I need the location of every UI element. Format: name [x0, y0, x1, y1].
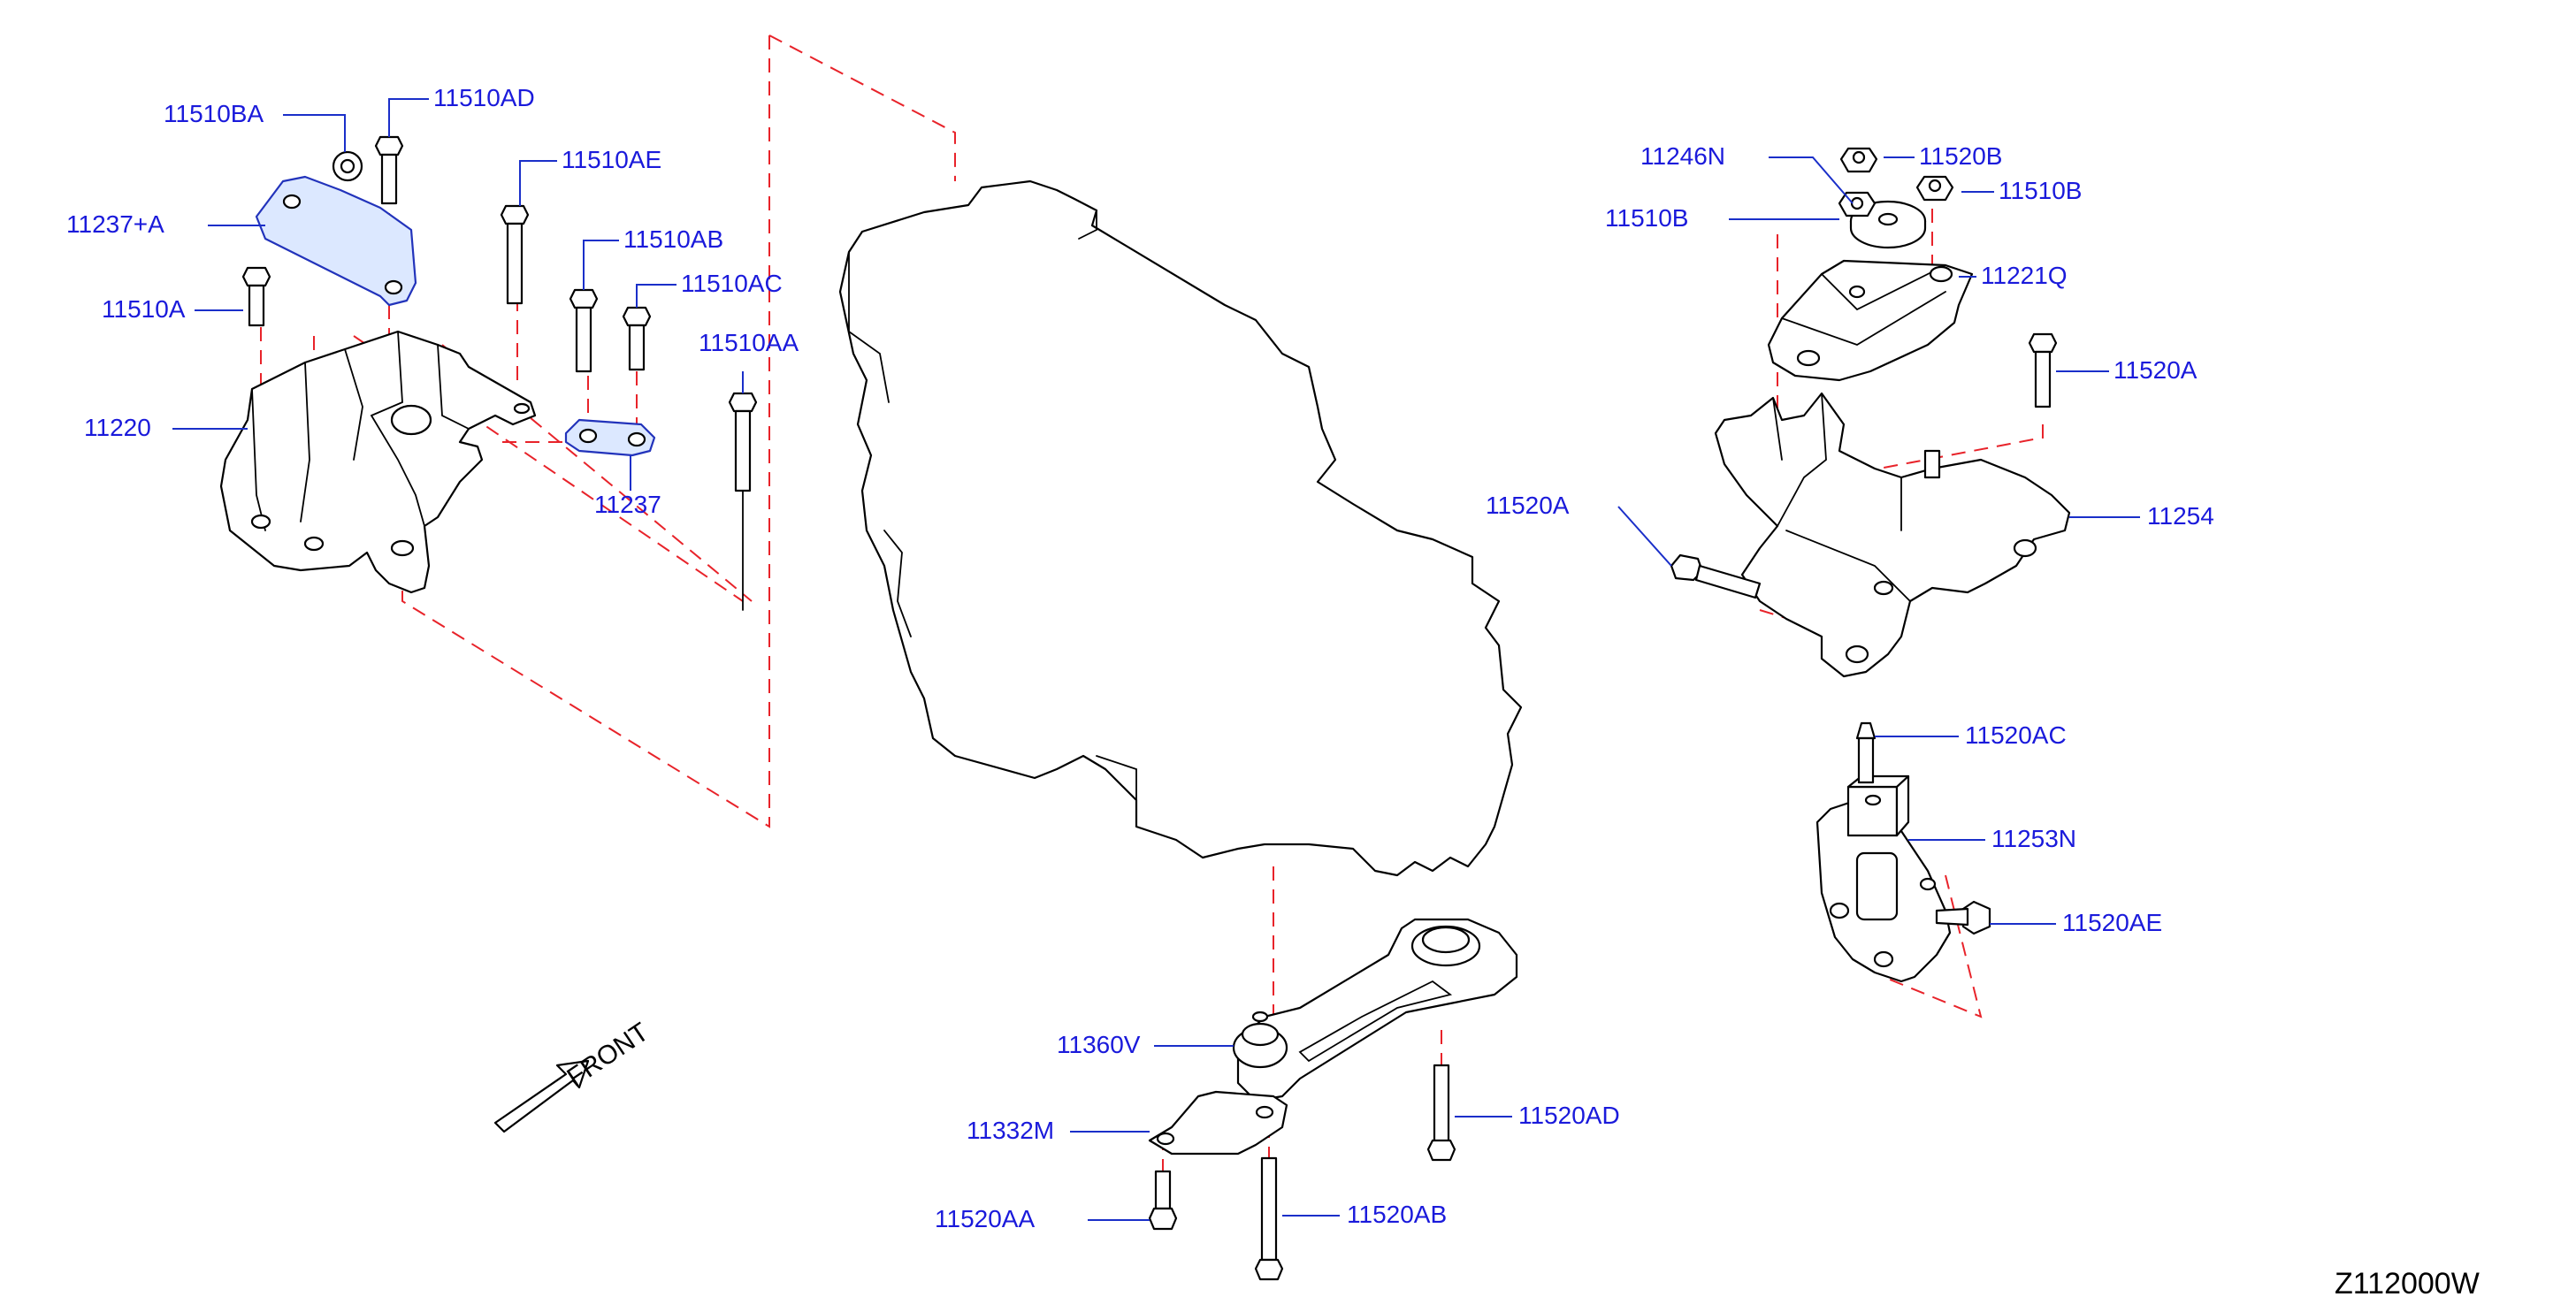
right-engine-mount: [1714, 392, 2071, 678]
label-11221q: 11221Q: [1981, 262, 2068, 289]
label-11520aa: 11520AA: [935, 1205, 1035, 1232]
label-11237a: 11237+A: [66, 210, 164, 238]
label-11520ad: 11520AD: [1518, 1102, 1620, 1129]
right-top-nuts: [1838, 147, 1954, 217]
label-11520a-right: 11520A: [2114, 356, 2198, 384]
label-11332m: 11332M: [967, 1117, 1054, 1144]
label-11360v: 11360V: [1057, 1031, 1141, 1058]
insulator-11221q: [1767, 259, 1974, 382]
rear-mount-11253n: [1815, 774, 1952, 983]
label-11510ba: 11510BA: [164, 100, 264, 127]
label-11510b-left: 11510B: [1605, 204, 1688, 232]
diagram-code: Z112000W: [2335, 1267, 2480, 1301]
engine-block-details: [848, 210, 1137, 801]
left-engine-mount: [219, 330, 537, 594]
label-11510aa: 11510AA: [699, 329, 799, 356]
engine-block: [838, 179, 1523, 877]
torque-rod-11360v: [1232, 918, 1518, 1102]
label-11237: 11237: [594, 491, 661, 518]
label-11253n: 11253N: [1991, 825, 2076, 852]
label-11510ad: 11510AD: [433, 84, 535, 111]
label-11510ab: 11510AB: [623, 225, 723, 253]
label-11220: 11220: [84, 414, 151, 441]
label-11254: 11254: [2147, 502, 2214, 530]
left-side-fasteners: [241, 135, 758, 611]
label-11510b-right: 11510B: [1999, 177, 2082, 204]
leader-lines: [172, 98, 2140, 1221]
label-11520b: 11520B: [1919, 142, 2002, 170]
bracket-11237a: [255, 175, 417, 307]
label-11520ab: 11520AB: [1347, 1201, 1447, 1228]
fasteners-11520ac-11520ae: [1855, 721, 1991, 935]
label-11510ac: 11510AC: [681, 270, 783, 297]
bracket-11332m: [1148, 1090, 1288, 1156]
part-labels: 11510BA 11510AD 11510AE 11237+A 11510AB …: [66, 84, 2214, 1232]
label-11520ae: 11520AE: [2062, 909, 2162, 936]
bolts-11520a: [1670, 332, 2058, 599]
label-11520ac: 11520AC: [1965, 721, 2067, 749]
label-11510ae: 11510AE: [562, 146, 661, 173]
front-label: FRONT: [562, 1018, 654, 1093]
label-11510a: 11510A: [102, 295, 186, 323]
label-11520a-left: 11520A: [1486, 492, 1570, 519]
front-arrow-icon: [493, 1059, 590, 1133]
lower-bolts: [1148, 1064, 1456, 1281]
label-11246n: 11246N: [1640, 142, 1725, 170]
